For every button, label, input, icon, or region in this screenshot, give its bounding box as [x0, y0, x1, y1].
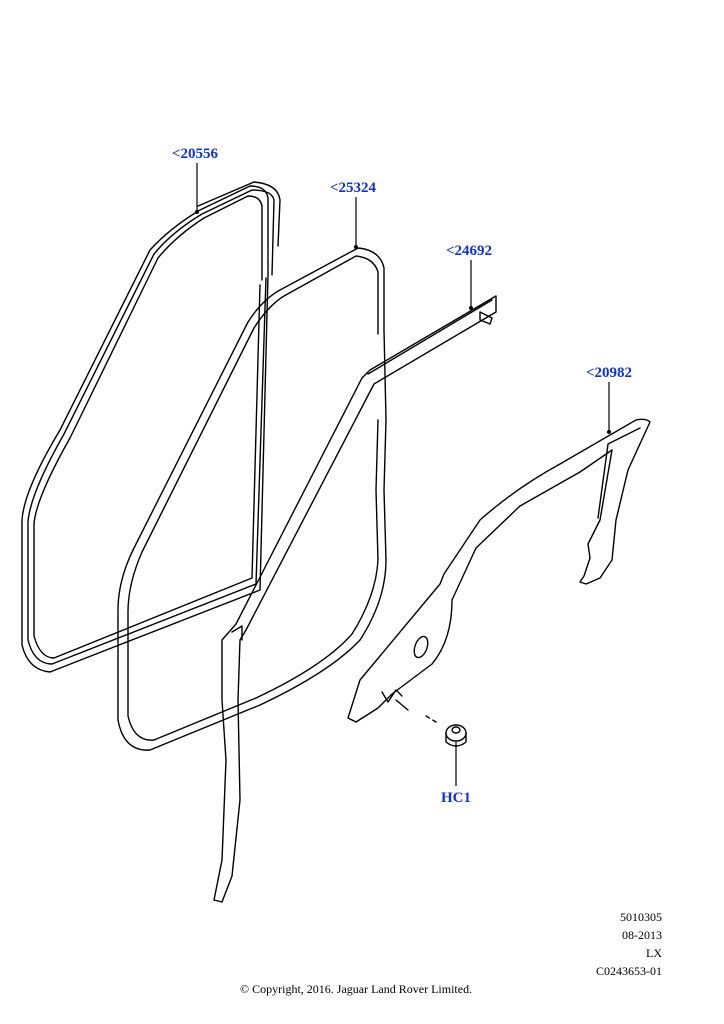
- ref-line-3: LX: [646, 946, 662, 960]
- callout-20982[interactable]: <20982: [586, 365, 633, 381]
- callout-20556[interactable]: <20556: [172, 146, 219, 162]
- reference-block: 5010305 08-2013 LX C0243653-01: [596, 908, 662, 980]
- trim-20982: [347, 418, 651, 723]
- leader-lines: [195, 163, 611, 786]
- ref-line-2: 08-2013: [622, 928, 662, 942]
- ref-line-1: 5010305: [620, 910, 662, 924]
- clip-hc1: [395, 699, 467, 747]
- seal-25324: [117, 247, 387, 751]
- channel-24692: [213, 295, 497, 903]
- weatherstrip-20556: [21, 181, 281, 673]
- callout-hc1[interactable]: HC1: [441, 790, 471, 806]
- ref-line-4: C0243653-01: [596, 964, 662, 978]
- copyright-notice: © Copyright, 2016. Jaguar Land Rover Lim…: [240, 982, 473, 996]
- callout-25324[interactable]: <25324: [330, 180, 377, 196]
- callout-24692[interactable]: <24692: [446, 243, 493, 259]
